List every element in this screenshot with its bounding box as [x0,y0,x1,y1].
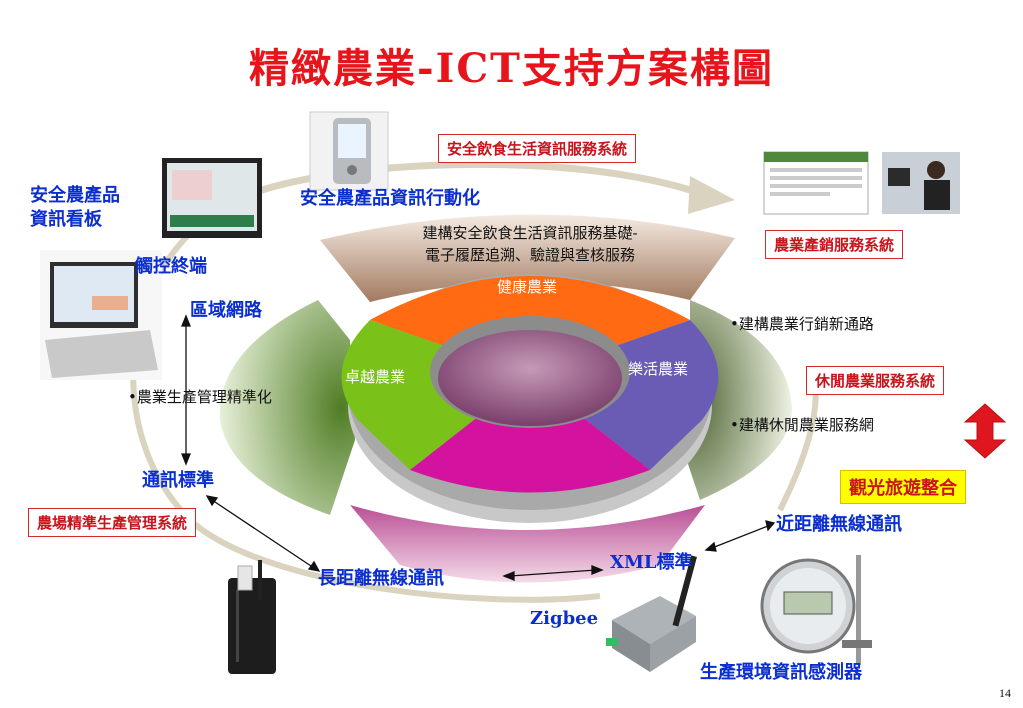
marketing-system-box: 農業產銷服務系統 [765,230,904,259]
touch-tablet-photo [40,250,162,380]
sector-bottom-shape [410,376,650,493]
sensor-label: 生產環境資訊感測器 [700,662,862,683]
loop-arrowhead [688,176,735,214]
long-range-label: 長距離無線通訊 [318,568,444,589]
pda-photo [309,111,389,191]
center-top-text: 建構安全飲食生活資訊服務基礎- 電子履歷追溯、驗證與查核服務 [370,222,690,266]
leisure-system-box: 休閒農業服務系統 [806,366,945,395]
area-network-label: 區域網路 [190,300,262,321]
center-top-line2: 電子履歷追溯、驗證與查核服務 [424,246,635,264]
wedge-left [219,300,355,515]
zigbee-device-photo [606,555,697,672]
bullet-precision: •農業生產管理精準化 [128,388,272,406]
sector-right-shape [530,320,719,470]
page-number: 14 [999,686,1011,700]
touch-terminal-label: 觸控終端 [135,256,207,277]
safe-mobile-label: 安全農產品資訊行動化 [300,188,480,209]
wedge-bottom [350,505,705,583]
bullet-leisure-net: •建構休閒農業服務網 [730,416,874,434]
wedge-top [320,214,735,302]
red-double-arrow [963,403,1007,459]
worker-photo [882,152,960,214]
farm-system-box: 農場精準生產管理系統 [28,508,197,537]
outer-loop-arrow [238,160,692,202]
sensor-gauge-photo [760,555,872,665]
sector-left-shape [341,320,530,470]
web-screenshot-photo [763,151,869,215]
hub [438,330,622,426]
board-monitor-photo [162,158,262,238]
center-top-line1: 建構安全飲食生活資訊服務基礎- [422,224,638,242]
safe-board-label: 安全農產品 資訊看板 [30,185,120,230]
tourism-box: 觀光旅遊整合 [840,470,966,504]
bullet-new-channel: •建構農業行銷新通路 [730,315,874,333]
router-photo [228,560,276,674]
zigbee-label: Zigbee [530,608,599,629]
sector-right-label: 樂活農業 [628,360,689,378]
comm-standard-label: 通訊標準 [142,470,214,491]
diet-system-box: 安全飲食生活資訊服務系統 [438,134,637,163]
xml-standard-label: XML標準 [610,552,693,573]
page-title: 精緻農業-ICT支持方案構圖 [249,45,774,92]
sector-top-label: 健康農業 [497,278,558,296]
sector-left-label: 卓越農業 [345,368,406,386]
near-range-label: 近距離無線通訊 [776,514,902,535]
